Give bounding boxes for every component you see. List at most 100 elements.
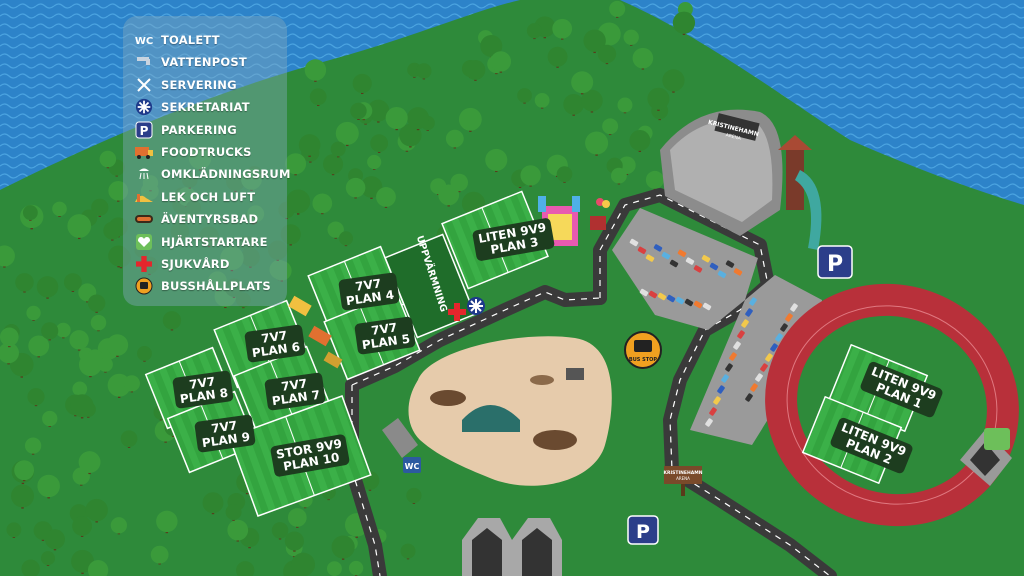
- parking-lot-main: [612, 208, 758, 330]
- car: [765, 353, 773, 362]
- parked-cars: [629, 238, 743, 311]
- tree: [445, 129, 464, 149]
- car: [760, 363, 768, 372]
- legend-item-servering: SERVERING: [133, 75, 237, 95]
- tree: [6, 522, 22, 538]
- legend-item-label: SJUKVÅRD: [161, 257, 230, 271]
- car: [702, 302, 712, 311]
- tree: [480, 35, 503, 59]
- tree: [28, 335, 50, 358]
- car: [693, 300, 703, 309]
- tree: [70, 394, 94, 419]
- parking-sign: [817, 245, 853, 279]
- tree: [287, 508, 307, 528]
- tree: [170, 221, 190, 242]
- legend-item-label: OMKLÄDNINGSRUM: [161, 167, 291, 182]
- tree: [485, 148, 508, 173]
- tree: [490, 51, 512, 73]
- car: [721, 374, 729, 383]
- secretariat-icon: [467, 297, 485, 315]
- tree: [352, 73, 372, 95]
- tree: [581, 89, 603, 113]
- car: [725, 260, 735, 268]
- food-trucks: [288, 295, 343, 369]
- tree: [22, 205, 38, 221]
- tree: [150, 545, 169, 565]
- car: [637, 246, 647, 255]
- parking-sign-text: P: [827, 252, 843, 277]
- tree: [400, 543, 416, 560]
- tree: [142, 175, 159, 192]
- arena-building: [660, 109, 783, 236]
- entrance-buildings: [462, 518, 562, 576]
- tree: [284, 531, 304, 552]
- wc-building: [382, 418, 418, 458]
- tree: [199, 226, 219, 248]
- tree: [0, 245, 15, 268]
- tree: [360, 176, 383, 199]
- car: [775, 333, 783, 342]
- tree: [623, 29, 639, 46]
- tree: [40, 551, 56, 566]
- car: [741, 319, 749, 328]
- legend-item-label: ÄVENTYRSBAD: [161, 212, 259, 227]
- tree: [602, 118, 619, 136]
- tree: [162, 311, 182, 331]
- tree: [416, 63, 432, 80]
- tree: [103, 221, 122, 241]
- tree: [182, 172, 198, 189]
- tree: [271, 522, 289, 540]
- car: [685, 257, 695, 265]
- tree: [241, 169, 262, 191]
- tree: [335, 121, 359, 147]
- tree: [534, 92, 550, 109]
- tree: [71, 549, 94, 574]
- tree: [304, 59, 327, 82]
- car: [669, 259, 679, 268]
- tree: [72, 516, 93, 537]
- tree: [239, 235, 255, 252]
- car: [709, 262, 719, 271]
- first-aid-marker: [448, 303, 466, 325]
- tree: [90, 314, 107, 332]
- tree: [14, 460, 35, 482]
- dirt-pile: [430, 390, 466, 406]
- car: [657, 292, 667, 301]
- car: [755, 373, 763, 382]
- car: [729, 352, 737, 361]
- legend-item-label: SERVERING: [161, 77, 237, 92]
- tree: [87, 294, 106, 313]
- tent-hall: [462, 405, 520, 432]
- tree: [11, 484, 34, 509]
- car: [745, 308, 753, 317]
- tree: [247, 205, 265, 224]
- wc-sign-text: WC: [405, 462, 420, 471]
- legend-item-sekretariat: SEKRETARIAT: [133, 97, 250, 117]
- tree: [547, 46, 568, 68]
- wc-sign: [403, 457, 421, 473]
- tree: [106, 334, 129, 357]
- legend-item-lek och luft: LEK OCH LUFT: [133, 187, 255, 207]
- tree: [345, 177, 366, 199]
- car: [737, 330, 745, 339]
- car: [629, 238, 639, 247]
- balloons: [602, 200, 610, 208]
- defibrillator-sign: [984, 428, 1010, 450]
- shower-icon: [133, 165, 155, 183]
- tree: [291, 552, 316, 576]
- tree: [556, 166, 573, 183]
- car: [675, 296, 685, 305]
- legend-item-label: HJÄRTSTARTARE: [161, 234, 268, 249]
- tree: [120, 430, 138, 448]
- road-sign-line2: ARENA: [676, 476, 690, 481]
- tree: [286, 189, 311, 215]
- car: [717, 270, 727, 279]
- car: [653, 244, 663, 252]
- tree: [338, 231, 354, 247]
- legend-item-hjärtstartare: HJÄRTSTARTARE: [133, 232, 268, 252]
- car: [790, 303, 798, 312]
- car: [717, 385, 725, 394]
- tree: [15, 273, 34, 293]
- tree: [323, 154, 344, 176]
